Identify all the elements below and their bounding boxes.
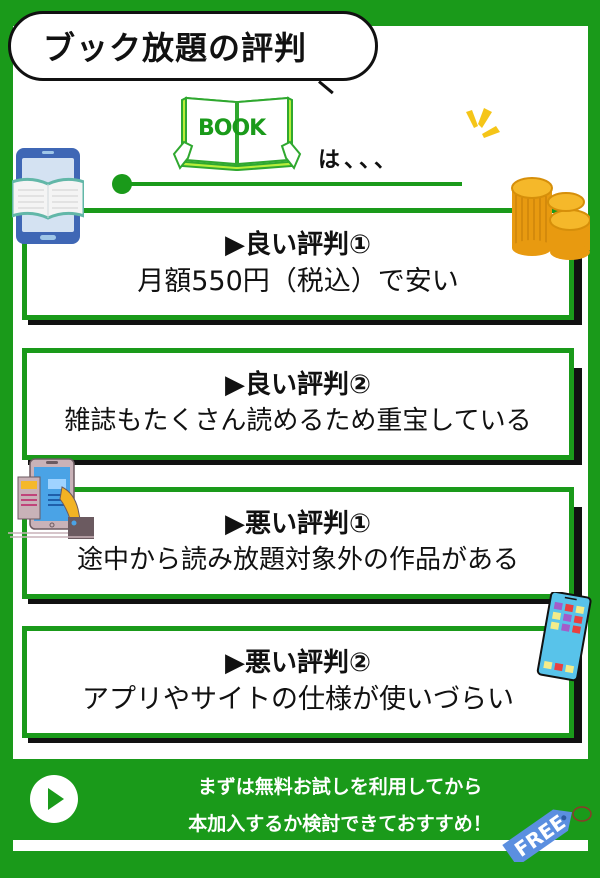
svg-text:FREE: FREE [510,810,570,862]
review-heading: ▶悪い評判② [224,647,371,678]
cta-underline [13,840,588,851]
review-heading: ▶良い評判① [224,229,371,260]
review-heading: ▶良い評判② [224,370,371,401]
intro-suffix: は、、、 [318,148,401,173]
review-card-bad-2: ▶悪い評判② アプリやサイトの仕様が使いづらい [22,626,574,738]
play-icon[interactable] [30,775,78,823]
smartphone-apps-icon [536,592,592,682]
review-card-good-1: ▶良い評判① 月額550円（税込）で安い [22,208,574,320]
page-title: ブック放題の評判 [43,29,308,67]
sparkle-icon [466,108,500,138]
open-book-icon: BOOK [172,92,302,172]
book-label: BOOK [198,116,266,141]
review-body: 月額550円（税込）で安い [137,265,459,297]
cta-line-1: まずは無料お試しを利用してから [197,776,483,798]
cta-line-2: 本加入するか検討できておすすめ！ [188,813,492,835]
free-tag-icon: FREE [502,806,592,862]
review-card-bad-1: ▶悪い評判① 途中から読み放題対象外の作品がある [22,487,574,599]
review-body: アプリやサイトの仕様が使いづらい [82,683,514,715]
review-body: 途中から読み放題対象外の作品がある [76,545,519,576]
tablet-reading-icon [8,458,94,539]
title-bubble: ブック放題の評判 [8,11,378,95]
review-body: 雑誌もたくさん読めるため重宝している [64,406,532,437]
connector-line [122,182,462,186]
coins-icon [511,177,590,260]
review-heading: ▶悪い評判① [224,509,371,540]
review-card-good-2: ▶良い評判② 雑誌もたくさん読めるため重宝している [22,348,574,460]
smartphone-ebook-icon [12,148,84,244]
